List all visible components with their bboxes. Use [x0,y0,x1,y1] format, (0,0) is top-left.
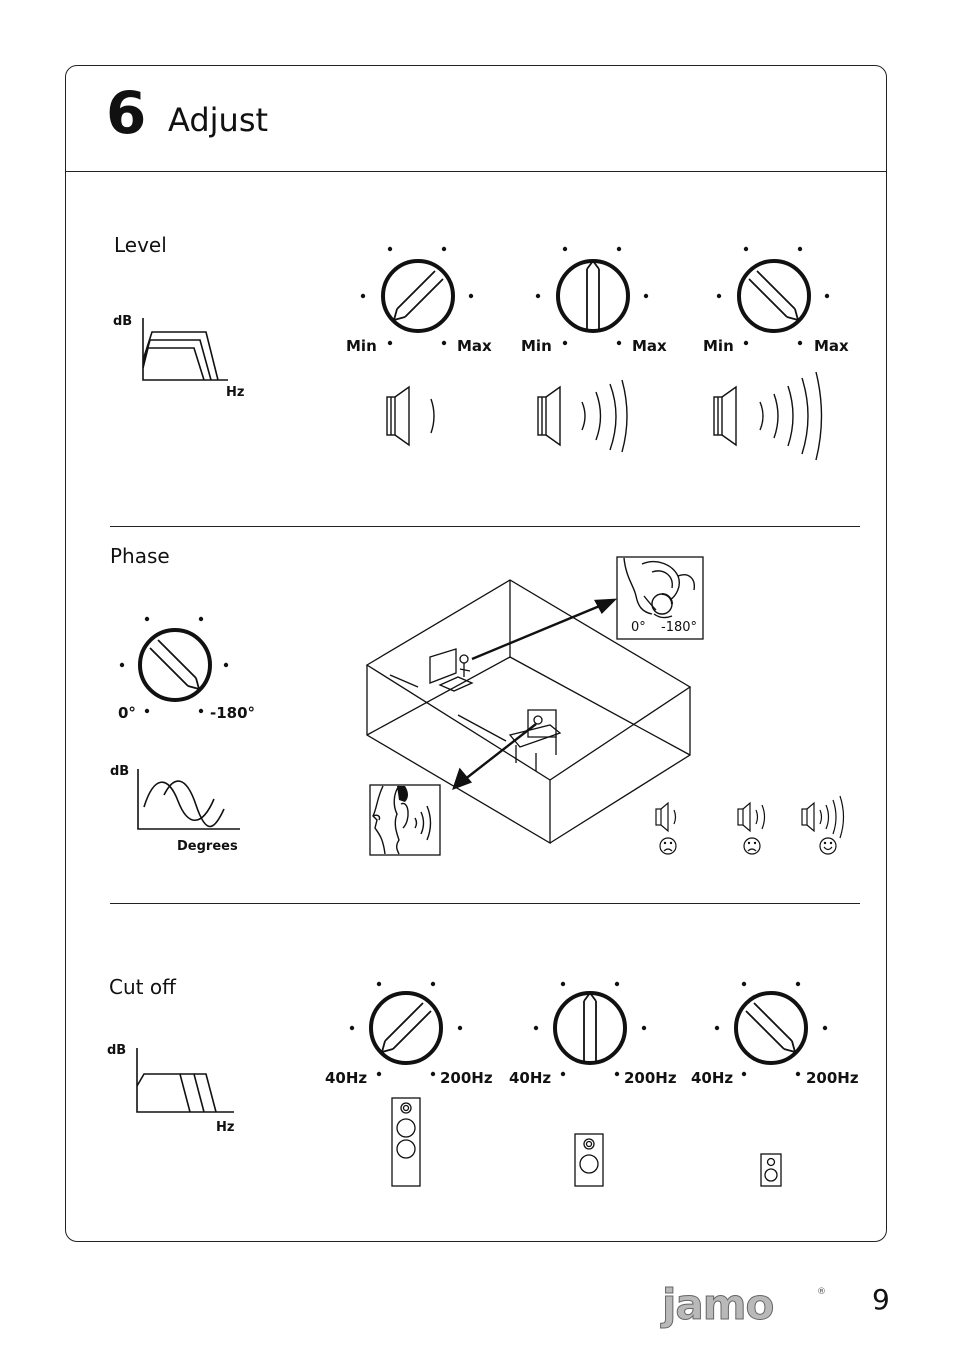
inset-0-label: 0° [631,620,646,635]
floorstanding-speaker-icon [391,1097,421,1187]
room-illustration [365,579,692,845]
level-dial-3-max-label: Max [814,337,849,355]
sound-arrow-to-ear [452,723,537,791]
cutoff-dial-2-min-label: 40Hz [509,1069,552,1087]
speaker-high-volume-icon [713,371,823,461]
level-dial-mid-icon [535,246,649,346]
cutoff-title: Cut off [109,975,176,999]
phase-graph-xlabel: Degrees [177,839,238,854]
cutoff-graph-ylabel: dB [107,1043,127,1058]
bookshelf-speaker-icon [574,1133,604,1187]
phase-graph-ylabel: dB [110,764,130,779]
level-dial-max-icon [716,246,830,346]
level-dial-2-max-label: Max [632,337,667,355]
phase-dial-0-label: 0° [118,704,136,722]
satellite-speaker-icon [760,1153,782,1187]
level-graph-xlabel: Hz [226,385,245,400]
level-title: Level [114,233,167,257]
section-divider-2 [110,903,860,904]
inset-180-label: -180° [661,620,698,635]
step-number: 6 [106,79,147,147]
level-dial-1-min-label: Min [346,337,377,355]
phase-dial-icon [119,616,229,714]
cutoff-dial-1-max-label: 200Hz [440,1069,493,1087]
phase-dial-180-label: -180° [210,704,256,722]
phase-speaker-3-icon [801,795,845,855]
level-graph-ylabel: dB [113,314,133,329]
phase-title: Phase [110,544,170,568]
sound-arrow-to-knob [471,598,618,661]
page-frame [65,65,887,1242]
phase-speaker-2-icon [737,801,766,855]
cutoff-dial-3-max-label: 200Hz [806,1069,859,1087]
level-dial-2-min-label: Min [521,337,552,355]
cutoff-frequency-graph [136,1048,234,1113]
cutoff-dial-low-icon [349,981,463,1077]
section-divider-1 [110,526,860,527]
level-dial-3-min-label: Min [703,337,734,355]
speaker-mid-volume-icon [537,379,628,453]
phase-speaker-1-icon [655,801,677,855]
registered-mark-icon: ® [817,1287,826,1297]
phase-graph [137,769,240,830]
hand-knob-inset-icon [616,556,704,640]
speaker-low-volume-icon [386,385,435,447]
level-dial-min-icon [360,246,474,346]
level-dial-1-max-label: Max [457,337,492,355]
cutoff-dial-mid-icon [533,981,647,1077]
level-frequency-graph [142,318,228,381]
cutoff-graph-xlabel: Hz [216,1120,235,1135]
listener-ear-inset-icon [369,784,441,856]
jamo-logo: jamo [661,1280,774,1329]
cutoff-dial-1-min-label: 40Hz [325,1069,368,1087]
step-title: Adjust [168,101,269,139]
cutoff-dial-high-icon [714,981,828,1077]
cutoff-dial-3-min-label: 40Hz [691,1069,734,1087]
cutoff-dial-2-max-label: 200Hz [624,1069,677,1087]
page-number: 9 [872,1283,890,1316]
header-divider [65,171,887,172]
